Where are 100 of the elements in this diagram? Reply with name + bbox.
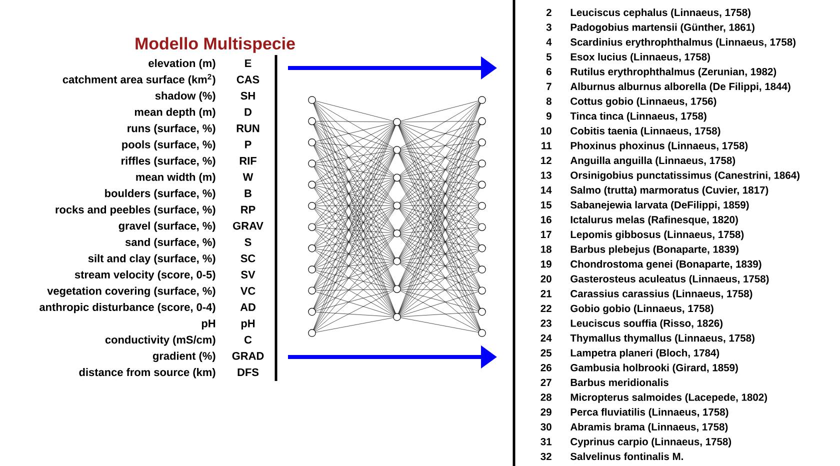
species-number: 20 xyxy=(540,275,552,282)
species-name: Ictalurus melas (Rafinesque, 1820) xyxy=(570,216,738,226)
variable-name: stream velocity (score, 0-5) xyxy=(74,270,216,281)
species-number: 32 xyxy=(540,452,552,460)
title: Modello Multispecie xyxy=(136,37,295,53)
species-name: Barbus plebejus (Bonaparte, 1839) xyxy=(570,245,738,255)
variable-code: E xyxy=(245,59,252,67)
variable-name: sand (surface, %) xyxy=(125,238,216,248)
species-name: Esox lucius (Linnaeus, 1758) xyxy=(570,52,710,63)
species-name: Gobio gobio (Linnaeus, 1758) xyxy=(570,304,714,314)
species-name: Gambusia holbrooki (Girard, 1859) xyxy=(570,364,738,374)
species-number: 17 xyxy=(541,230,552,238)
species-name: Orsinigobius punctatissimus (Canestrini, 1864) xyxy=(570,171,800,181)
variable-code: W xyxy=(242,173,254,181)
species-number: 15 xyxy=(541,201,552,208)
species-number: 28 xyxy=(540,394,552,401)
species-number: 19 xyxy=(541,260,552,268)
species-number: 29 xyxy=(540,408,552,416)
species-name: Chondrostoma genei (Bonaparte, 1839) xyxy=(570,260,762,270)
species-number: 27 xyxy=(540,378,552,386)
variable-name: boulders (surface, %) xyxy=(105,189,216,200)
variable-code: P xyxy=(245,140,252,148)
species-number: 4 xyxy=(546,38,552,46)
species-number: 5 xyxy=(546,53,552,60)
species-name: Lepomis gibbosus (Linnaeus, 1758) xyxy=(570,230,744,240)
species-number: 25 xyxy=(540,349,552,356)
variable-name: silt and clay (surface, %) xyxy=(88,254,216,264)
variable-code: B xyxy=(244,190,252,198)
species-name: Barbus meridionalis xyxy=(570,378,668,386)
variable-code: RP xyxy=(241,206,256,214)
species-name: Cobitis taenia (Linnaeus, 1758) xyxy=(570,126,720,137)
species-number: 21 xyxy=(540,290,552,298)
species-name: Perca fluviatilis (Linnaeus, 1758) xyxy=(570,408,728,418)
variable-name: anthropic disturbance (score, 0-4) xyxy=(40,302,216,314)
variable-code: pH xyxy=(241,320,255,330)
species-name: Leuciscus souffia (Risso, 1826) xyxy=(570,319,723,329)
variable-code: SC xyxy=(240,254,256,262)
variable-code: DFS xyxy=(238,368,259,376)
variable-code: RUN xyxy=(236,124,260,132)
species-name: Scardinius erythrophthalmus (Linnaeus, 1758) xyxy=(570,38,796,48)
species-name: Anguilla anguilla (Linnaeus, 1758) xyxy=(570,156,736,166)
variable-code: CAS xyxy=(236,76,260,84)
species-number: 2 xyxy=(546,8,552,16)
species-number: 10 xyxy=(541,127,552,134)
species-number: 16 xyxy=(541,216,552,224)
variable-name: conductivity (mS/cm) xyxy=(105,336,216,346)
species-number: 18 xyxy=(541,246,552,253)
species-name: Tinca tinca (Linnaeus, 1758) xyxy=(570,112,706,122)
variable-code: RIF xyxy=(240,157,256,165)
variable-name: rocks and peebles (surface, %) xyxy=(56,205,216,216)
species-name: Salvelinus fontinalis M. xyxy=(570,452,683,460)
species-number: 3 xyxy=(546,24,552,31)
species-number: 9 xyxy=(546,112,552,120)
variable-code: SV xyxy=(241,270,256,278)
variable-name: shadow (%) xyxy=(155,92,216,102)
species-name: Phoxinus phoxinus (Linnaeus, 1758) xyxy=(570,142,748,152)
species-name: Micropterus salmoides (Lacepede, 1802) xyxy=(570,393,767,403)
species-number: 23 xyxy=(540,320,552,327)
species-number: 6 xyxy=(546,68,552,76)
variable-name: pools (surface, %) xyxy=(122,140,216,151)
species-number: 11 xyxy=(542,142,552,150)
variable-name: mean depth (m) xyxy=(134,108,216,118)
species-number: 24 xyxy=(540,334,552,342)
species-name: Thymallus thymallus (Linnaeus, 1758) xyxy=(570,334,754,344)
species-name: Padogobius martensii (Günther, 1861) xyxy=(570,23,754,33)
species-name: Cottus gobio (Linnaeus, 1756) xyxy=(570,97,716,107)
variable-name: elevation (m) xyxy=(148,59,216,70)
variable-code: AD xyxy=(240,303,256,311)
species-name: Lampetra planeri (Bloch, 1784) xyxy=(570,348,720,359)
species-number: 7 xyxy=(546,82,552,90)
species-number: 8 xyxy=(546,98,552,105)
variable-name: runs (surface, %) xyxy=(128,124,216,134)
species-name: Salmo (trutta) marmoratus (Cuvier, 1817) xyxy=(570,186,768,196)
species-name: Abramis brama (Linnaeus, 1758) xyxy=(570,422,728,433)
species-number: 30 xyxy=(540,423,552,430)
variable-name: catchment area surface (km$^{2}$) xyxy=(62,74,216,86)
species-name: Leuciscus cephalus (Linnaeus, 1758) xyxy=(570,8,750,18)
variable-code: C xyxy=(244,336,252,344)
variable-name: distance from source (km) xyxy=(79,368,216,378)
variable-code: VC xyxy=(240,287,256,295)
variable-name: riffles (surface, %) xyxy=(122,156,216,167)
species-number: 31 xyxy=(540,438,552,446)
species-name: Alburnus alburnus alborella (De Filippi, 1844) xyxy=(570,82,790,92)
variable-code: S xyxy=(244,238,252,246)
variable-code: SH xyxy=(240,92,255,100)
species-name: Cyprinus carpio (Linnaeus, 1758) xyxy=(570,438,732,448)
variable-name: vegetation covering (surface, %) xyxy=(47,286,216,298)
species-name: Sabanejewia larvata (DeFilippi, 1859) xyxy=(570,200,749,211)
species-name: Carassius carassius (Linnaeus, 1758) xyxy=(570,290,752,300)
variable-name: mean width (m) xyxy=(136,172,216,184)
species-name: Gasterosteus aculeatus (Linnaeus, 1758) xyxy=(570,274,769,285)
species-number: 14 xyxy=(541,186,552,194)
species-name: Rutilus erythrophthalmus (Zerunian, 1982) xyxy=(570,68,776,78)
species-number: 26 xyxy=(540,364,552,372)
variable-name: pH xyxy=(202,320,216,330)
species-number: 12 xyxy=(541,156,552,164)
variable-code: GRAV xyxy=(233,222,264,230)
species-number: 22 xyxy=(540,304,552,312)
variable-name: gravel (surface, %) xyxy=(118,222,216,232)
species-number: 13 xyxy=(541,172,552,179)
